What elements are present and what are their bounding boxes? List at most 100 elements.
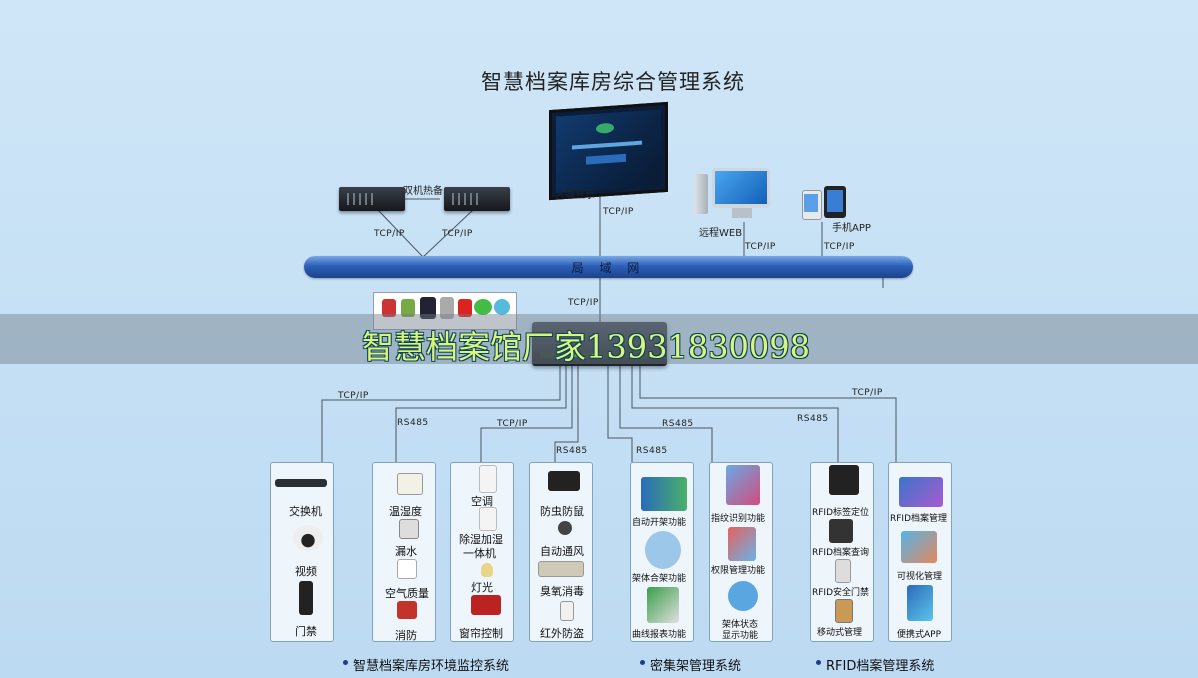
panel-item: 除湿加湿: [459, 533, 503, 546]
footer-rfid-system: RFID档案管理系统: [826, 659, 935, 674]
protocol-label: RS485: [556, 446, 588, 456]
env-control-panel: 空调 除湿加湿 一体机 灯光 窗帘控制: [450, 462, 514, 642]
protocol-label: TCP/IP: [824, 242, 855, 252]
shelf-panel-2: 指纹识别功能 权限管理功能 架体状态 显示功能: [709, 462, 773, 642]
protocol-label: TCP/IP: [338, 391, 369, 401]
panel-item: 架体合架功能: [632, 574, 687, 584]
footer-shelf-system: 密集架管理系统: [650, 659, 742, 674]
panel-item: 交换机: [289, 505, 322, 518]
protocol-label: TCP/IP: [497, 419, 528, 429]
panel-item: 防虫防鼠: [540, 505, 584, 518]
dehumidifier-icon: [479, 507, 497, 531]
protocol-label: TCP/IP: [568, 298, 599, 308]
watermark-text: 智慧档案馆厂家13931830098: [362, 328, 810, 366]
server-icon: [444, 187, 510, 211]
panel-item: 红外防盗: [540, 627, 584, 640]
panel-item: 空调: [471, 495, 493, 508]
server-icon: [339, 187, 405, 211]
visualization-icon: [901, 531, 937, 563]
curtain-icon: [471, 595, 501, 615]
panel-item: 消防: [395, 629, 417, 642]
rfid-panel-2: RFID档案管理 可视化管理 便携式APP: [888, 462, 952, 642]
remote-web-label: 远程WEB: [699, 228, 743, 239]
access-control-icon: [299, 581, 313, 615]
panel-item: 自动通风: [540, 545, 584, 558]
desktop-computer-icon: [694, 168, 774, 222]
protocol-label: RS485: [662, 419, 694, 429]
pest-repeller-icon: [548, 471, 580, 491]
permission-icon: [728, 527, 756, 561]
shelf-status-icon: [728, 581, 758, 611]
database-icon: [645, 531, 681, 569]
bullet-icon: [640, 660, 645, 665]
rfid-panel-1: RFID标签定位 RFID档案查询 RFID安全门禁 移动式管理: [810, 462, 874, 642]
panel-item: RFID档案管理: [890, 514, 948, 524]
mobile-phone-icon: [802, 186, 847, 220]
panel-item: 视频: [295, 565, 317, 578]
protocol-label: RS485: [797, 414, 829, 424]
camera-icon: [293, 525, 323, 551]
panel-item: 便携式APP: [897, 630, 942, 640]
handheld-reader-icon: [835, 599, 853, 623]
panel-item: 臭氧消毒: [540, 585, 584, 598]
water-leak-icon: [399, 519, 419, 539]
air-quality-icon: [397, 559, 417, 579]
panel-item: RFID安全门禁: [812, 588, 870, 598]
panel-item: RFID档案查询: [812, 548, 870, 558]
bullet-icon: [343, 660, 348, 665]
footer-env-system: 智慧档案库房环境监控系统: [353, 659, 510, 674]
diagram-title: 智慧档案库房综合管理系统: [481, 70, 745, 94]
big-screen-label: 大屏显示: [555, 190, 595, 201]
device-icon-strip: [373, 292, 517, 330]
air-conditioner-icon: [479, 465, 497, 493]
chart-report-icon: [647, 587, 679, 623]
panel-item: RFID标签定位: [812, 508, 870, 518]
controller-hub-icon: [532, 322, 667, 366]
archive-management-icon: [899, 477, 943, 507]
switch-icon: [275, 479, 327, 487]
lan-label: 局 域 网: [571, 261, 646, 275]
protocol-label: TCP/IP: [603, 207, 634, 217]
panel-item: 移动式管理: [817, 628, 863, 638]
panel-item: 显示功能: [722, 631, 759, 641]
protocol-label: TCP/IP: [852, 388, 883, 398]
panel-item: 可视化管理: [897, 572, 943, 582]
protocol-label: RS485: [397, 418, 429, 428]
thermo-hygrometer-icon: [397, 473, 423, 495]
panel-item: 灯光: [471, 581, 493, 594]
ozone-disinfector-icon: [538, 561, 584, 577]
watermark-band: [0, 314, 1198, 364]
protocol-label: TCP/IP: [374, 229, 405, 239]
panel-item: 架体状态: [722, 620, 759, 630]
panel-item: 温湿度: [389, 505, 422, 518]
protocol-label: TCP/IP: [442, 229, 473, 239]
protocol-label: RS485: [636, 446, 668, 456]
panel-item: 一体机: [463, 547, 496, 560]
mobile-app-label: 手机APP: [832, 223, 871, 234]
panel-item: 指纹识别功能: [711, 514, 766, 524]
bullet-icon: [816, 660, 821, 665]
rfid-printer-icon: [829, 465, 859, 495]
ventilation-icon: [558, 521, 572, 535]
switch-panel: 交换机 视频 门禁: [270, 462, 334, 642]
env-sensor-panel: 温湿度 漏水 空气质量 消防: [372, 462, 436, 642]
panel-item: 漏水: [395, 545, 417, 558]
panel-item: 空气质量: [385, 587, 429, 600]
mobile-shelving-icon: [641, 477, 687, 511]
rfid-reader-icon: [829, 519, 853, 543]
shelf-panel-1: 自动开架功能 架体合架功能 曲线报表功能: [630, 462, 694, 642]
env-protect-panel: 防虫防鼠 自动通风 臭氧消毒 红外防盗: [529, 462, 593, 642]
lan-bus: 局 域 网: [304, 256, 913, 278]
hot-standby-label: 双机热备: [403, 186, 443, 197]
panel-item: 门禁: [295, 625, 317, 638]
panel-item: 窗帘控制: [459, 627, 503, 640]
panel-item: 自动开架功能: [632, 518, 687, 528]
light-bulb-icon: [481, 563, 493, 577]
panel-item: 权限管理功能: [711, 566, 766, 576]
fingerprint-icon: [726, 465, 760, 505]
panel-item: 曲线报表功能: [632, 630, 687, 640]
protocol-label: TCP/IP: [745, 242, 776, 252]
rfid-gate-icon: [835, 559, 851, 583]
infrared-sensor-icon: [560, 601, 574, 621]
fire-alarm-icon: [397, 601, 417, 619]
